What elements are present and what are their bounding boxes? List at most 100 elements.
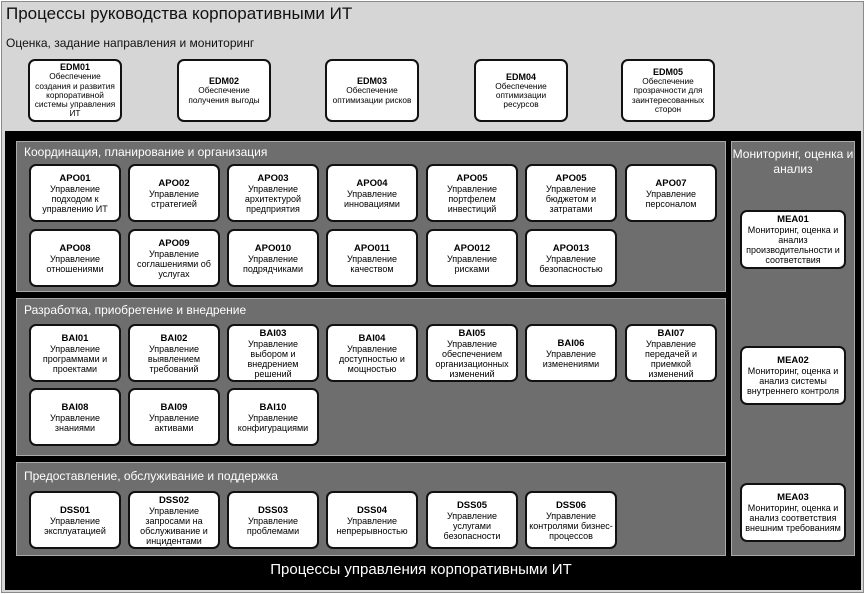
process-label: Управление стратегией [148, 188, 200, 209]
process-code: DSS04 [356, 504, 388, 516]
process-dss04: DSS04 Управление непрерывностью [326, 491, 418, 549]
process-code: APO013 [552, 242, 590, 254]
process-code: APO09 [158, 237, 190, 249]
process-code: BAI10 [259, 401, 287, 413]
process-label: Обеспечение создания и развития корпорат… [34, 71, 116, 119]
process-label: Управление рисками [446, 253, 498, 274]
process-label: Управление портфелем инвестиций [446, 183, 498, 214]
process-label: Управление программами и проектами [42, 343, 108, 374]
process-label: Управление непрерывностью [336, 515, 408, 536]
governance-title: Процессы руководства корпоративными ИТ [6, 4, 353, 23]
process-apo05-portfolio: APO05 Управление портфелем инвестиций [426, 164, 518, 222]
process-edm03: EDM03 Обеспечение оптимизации рисков [325, 59, 419, 122]
process-apo013: APO013 Управление безопасностью [525, 229, 617, 287]
process-apo07: APO07 Управление персоналом [625, 164, 717, 222]
process-label: Управление качеством [346, 253, 398, 274]
process-code: BAI04 [358, 332, 386, 344]
process-apo08: APO08 Управление отношениями [29, 229, 121, 287]
process-label: Управление эксплуатацией [44, 515, 106, 536]
process-code: APO012 [453, 242, 491, 254]
process-code: BAI07 [657, 327, 685, 339]
process-code: APO05 [456, 172, 488, 184]
process-label: Управление подрядчиками [242, 253, 304, 274]
process-label: Управление подходом к управлению ИТ [42, 183, 108, 214]
process-bai08: BAI08 Управление знаниями [29, 388, 121, 446]
mea-section-title: Мониторинг, оценка и анализ [732, 147, 854, 176]
process-code: DSS01 [59, 504, 91, 516]
process-bai06: BAI06 Управление изменениями [525, 324, 617, 382]
process-bai02: BAI02 Управление выявлением требований [128, 324, 220, 382]
process-label: Управление бюджетом и затратами [545, 183, 597, 214]
process-code: EDM03 [356, 76, 387, 87]
process-code: BAI08 [61, 401, 89, 413]
process-label: Мониторинг, оценка и анализ системы внут… [747, 366, 839, 396]
process-code: APO07 [655, 177, 687, 189]
process-dss01: DSS01 Управление эксплуатацией [29, 491, 121, 549]
process-code: DSS05 [456, 499, 488, 511]
process-apo010: APO010 Управление подрядчиками [227, 229, 319, 287]
process-code: DSS06 [555, 499, 587, 511]
process-code: APO04 [356, 177, 388, 189]
process-mea03: MEA03 Мониторинг, оценка и анализ соотве… [740, 483, 846, 542]
process-mea01: MEA01 Мониторинг, оценка и анализ произв… [740, 210, 846, 269]
process-code: APO02 [158, 177, 190, 189]
process-label: Управление выявлением требований [147, 343, 201, 374]
process-edm01: EDM01 Обеспечение создания и развития ко… [28, 59, 122, 122]
bai-section-title: Разработка, приобретение и внедрение [24, 303, 247, 317]
process-dss05: DSS05 Управление услугами безопасности [426, 491, 518, 549]
process-code: BAI01 [61, 332, 89, 344]
process-label: Обеспечение получения выгоды [188, 85, 260, 105]
process-apo03: APO03 Управление архитектурой предприяти… [227, 164, 319, 222]
process-label: Управление услугами безопасности [443, 510, 501, 541]
process-apo012: APO012 Управление рисками [426, 229, 518, 287]
process-apo09: APO09 Управление соглашениями об услугах [128, 229, 220, 287]
process-mea02: MEA02 Мониторинг, оценка и анализ систем… [740, 346, 846, 405]
process-label: Управление знаниями [49, 412, 101, 433]
process-code: APO08 [59, 242, 91, 254]
process-label: Управление контролями бизнес-процессов [529, 510, 613, 541]
process-label: Управление передачей и приемкой изменени… [644, 338, 697, 379]
process-label: Управление инновациями [344, 188, 400, 209]
process-code: APO01 [59, 172, 91, 184]
process-bai09: BAI09 Управление активами [128, 388, 220, 446]
process-edm04: EDM04 Обеспечение оптимизации ресурсов [474, 59, 568, 122]
process-label: Управление изменениями [542, 348, 600, 369]
process-code: APO010 [254, 242, 292, 254]
process-label: Обеспечение оптимизации ресурсов [495, 80, 547, 110]
process-code: EDM05 [652, 67, 683, 78]
process-apo05-budget: APO05 Управление бюджетом и затратами [525, 164, 617, 222]
process-code: EDM02 [208, 76, 239, 87]
process-code: EDM01 [59, 62, 90, 73]
process-label: Управление активами [148, 412, 200, 433]
process-dss06: DSS06 Управление контролями бизнес-проце… [525, 491, 617, 549]
process-label: Мониторинг, оценка и анализ соответствия… [745, 503, 841, 533]
process-code: APO05 [555, 172, 587, 184]
process-code: BAI03 [259, 327, 287, 339]
process-label: Мониторинг, оценка и анализ производител… [746, 225, 840, 265]
apo-section-title: Координация, планирование и организация [24, 145, 268, 159]
dss-section-title: Предоставление, обслуживание и поддержка [24, 469, 278, 483]
process-apo01: APO01 Управление подходом к управлению И… [29, 164, 121, 222]
process-code: BAI06 [557, 337, 585, 349]
process-code: MEA03 [777, 492, 809, 503]
process-code: APO03 [257, 172, 289, 184]
process-label: Обеспечение оптимизации рисков [332, 85, 412, 105]
process-code: BAI05 [458, 327, 486, 339]
process-edm02: EDM02 Обеспечение получения выгоды [177, 59, 271, 122]
process-code: DSS03 [257, 504, 289, 516]
process-label: Управление запросами на обслуживание и и… [140, 505, 208, 546]
process-label: Управление архитектурой предприятия [244, 183, 302, 214]
process-label: Управление выбором и внедрением решений [247, 338, 299, 379]
process-code: BAI02 [160, 332, 188, 344]
process-label: Управление обеспечением организационных … [435, 338, 509, 379]
process-label: Управление конфигурациями [237, 412, 309, 433]
process-apo011: APO011 Управление качеством [326, 229, 418, 287]
process-code: APO011 [354, 242, 390, 254]
process-bai01: BAI01 Управление программами и проектами [29, 324, 121, 382]
process-bai10: BAI10 Управление конфигурациями [227, 388, 319, 446]
process-dss03: DSS03 Управление проблемами [227, 491, 319, 549]
process-code: MEA01 [777, 214, 809, 225]
process-label: Управление персоналом [645, 188, 697, 209]
process-label: Управление доступностью и мощностью [339, 343, 405, 374]
process-label: Управление безопасностью [539, 253, 603, 274]
